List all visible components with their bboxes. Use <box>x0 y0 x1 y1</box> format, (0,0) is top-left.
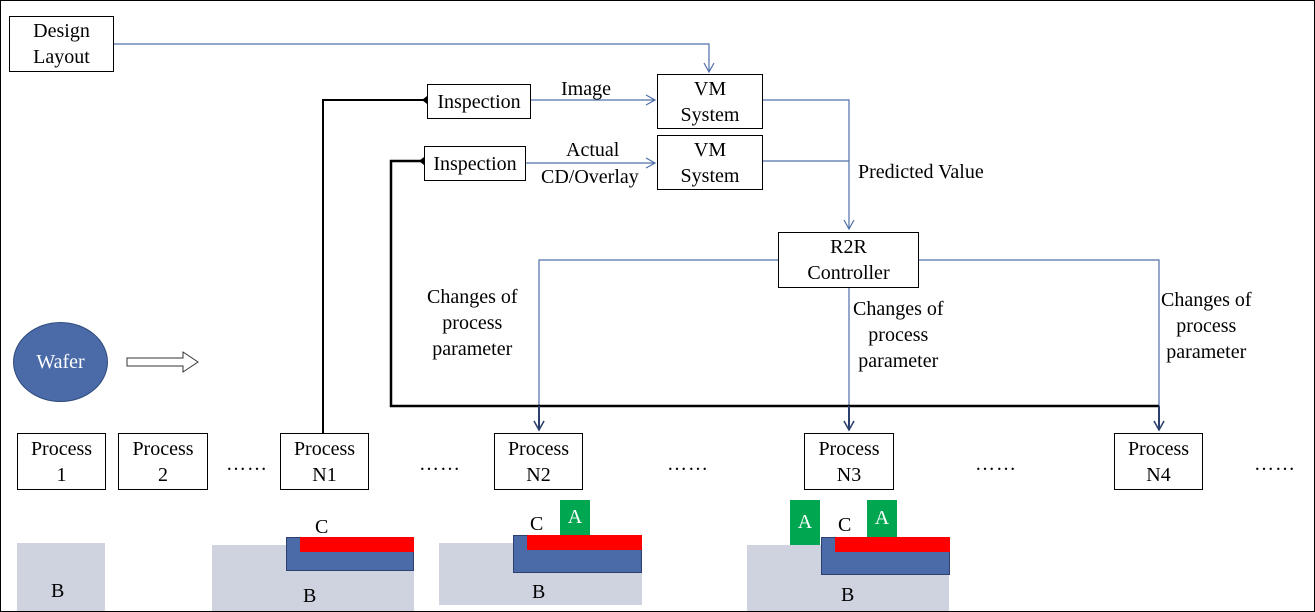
layer-c-label-4: C <box>838 514 852 536</box>
layer-b-label-3: B <box>532 581 546 603</box>
process-n3-line1: Process <box>818 437 880 460</box>
vm-1-line2: System <box>680 103 740 126</box>
vm1-to-r2r-line <box>763 99 855 231</box>
changes-n2-line1: Changes of <box>427 286 518 308</box>
changes-label-n3: Changes of process parameter <box>853 296 944 374</box>
wafer-label: Wafer <box>36 350 85 373</box>
red-layer-2 <box>300 537 414 552</box>
predicted-value-label: Predicted Value <box>858 161 984 183</box>
layer-b-label-2: B <box>303 585 317 607</box>
r2r-line1: R2R <box>830 236 867 258</box>
substrate-1 <box>17 543 105 611</box>
ellipsis-1: …… <box>226 453 268 475</box>
inspection-2-label: Inspection <box>433 152 517 175</box>
layer-b-label-4: B <box>841 584 855 606</box>
r2r-to-n2-arrow <box>533 259 778 432</box>
vm-2-line1: VM <box>693 138 727 161</box>
design-layout-box: Design Layout <box>9 16 114 72</box>
changes-n3-line2: process <box>868 324 929 346</box>
process-n1-line2: N1 <box>312 463 337 486</box>
wafer-ellipse: Wafer <box>13 322 108 402</box>
changes-n2-line3: parameter <box>432 338 513 360</box>
vm-1-line1: VM <box>693 77 727 100</box>
r2r-to-n4-arrow <box>919 259 1165 432</box>
green-block-4b: A <box>867 500 897 537</box>
ellipsis-2: …… <box>419 453 461 475</box>
layer-a-label-4b: A <box>874 507 890 529</box>
inspection-1-label: Inspection <box>437 90 521 113</box>
wafer-flow-arrow <box>126 351 199 373</box>
red-layer-4 <box>835 537 950 552</box>
layer-c-label-3: C <box>530 513 544 535</box>
process-box-2: Process 2 <box>118 433 208 490</box>
process-box-n2: Process N2 <box>494 433 583 490</box>
design-layout-line2: Layout <box>33 46 90 68</box>
process-1-line1: Process <box>30 437 93 460</box>
design-to-vm-arrow <box>113 43 715 74</box>
ellipsis-5: …… <box>1254 453 1296 475</box>
vm-system-box-2: VM System <box>657 135 763 190</box>
layer-b-label-1: B <box>51 580 65 602</box>
process-n4-line1: Process <box>1127 437 1190 460</box>
cd-overlay-label: CD/Overlay <box>541 166 639 188</box>
process-box-n4: Process N4 <box>1114 433 1203 490</box>
r2r-controller-box: R2R Controller <box>778 232 919 288</box>
red-layer-3 <box>527 535 642 550</box>
ellipsis-4: …… <box>975 453 1017 475</box>
process-n4-line2: N4 <box>1146 463 1171 486</box>
vm-system-box-1: VM System <box>657 74 763 129</box>
layer-a-label-3: A <box>567 506 583 528</box>
process-2-line1: Process <box>132 437 194 460</box>
changes-n3-line1: Changes of <box>853 298 944 320</box>
n1-to-inspection-wire <box>322 96 432 433</box>
design-layout-line1: Design <box>33 20 90 42</box>
r2r-line2: Controller <box>807 262 890 284</box>
process-box-1: Process 1 <box>17 433 106 490</box>
process-2-line2: 2 <box>158 463 168 486</box>
changes-n2-line2: process <box>442 312 503 334</box>
inspection-box-1: Inspection <box>427 84 531 119</box>
changes-n3-line3: parameter <box>858 350 939 372</box>
changes-label-n2: Changes of process parameter <box>427 284 518 362</box>
process-n3-line2: N3 <box>836 463 862 486</box>
layer-a-label-4a: A <box>797 511 813 533</box>
ellipsis-3: …… <box>667 453 709 475</box>
layer-c-label-2: C <box>315 516 329 538</box>
process-box-n3: Process N3 <box>804 433 894 490</box>
changes-n4-line2: process <box>1176 315 1237 337</box>
inspection-box-2: Inspection <box>424 146 526 181</box>
changes-n4-line3: parameter <box>1166 341 1247 363</box>
process-n1-line1: Process <box>293 437 356 460</box>
process-n2-line2: N2 <box>526 463 551 486</box>
changes-n4-line1: Changes of <box>1161 289 1252 311</box>
process-box-n1: Process N1 <box>280 433 369 490</box>
process-n2-line1: Process <box>507 437 570 460</box>
changes-label-n4: Changes of process parameter <box>1161 287 1252 365</box>
green-block-4a: A <box>790 500 820 545</box>
vm-2-line2: System <box>680 164 740 187</box>
process-to-inspection-wire <box>389 157 539 408</box>
image-label: Image <box>561 78 611 100</box>
green-block-3: A <box>560 500 590 535</box>
process-1-line2: 1 <box>56 463 67 486</box>
actual-label: Actual <box>566 139 620 161</box>
